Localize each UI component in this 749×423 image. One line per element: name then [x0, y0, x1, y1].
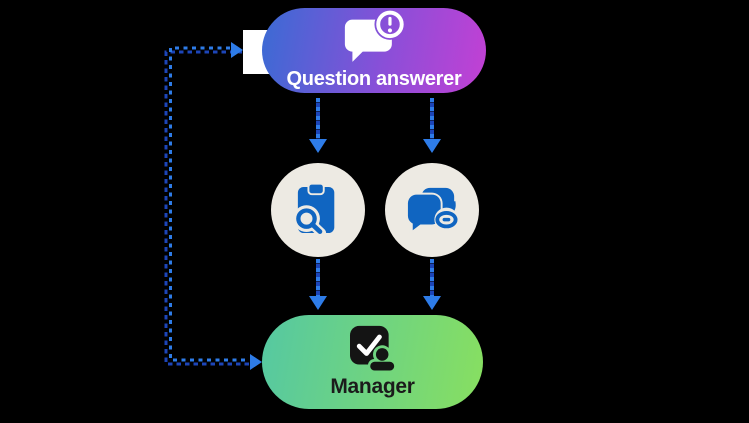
arrowhead-down-icon: [309, 139, 327, 153]
question-answerer-label: Question answerer: [286, 68, 462, 90]
node-tool-clipboard-search: [271, 163, 365, 257]
manager-label: Manager: [330, 375, 415, 398]
arrowhead-down-icon: [309, 296, 327, 310]
arrowhead-down-icon: [423, 139, 441, 153]
chat-alert-icon: [344, 10, 404, 62]
edge-loop-dark: [164, 50, 249, 366]
chat-link-icon: [406, 187, 458, 234]
arrowhead-down-icon: [423, 296, 441, 310]
node-question-answerer: Question answerer: [262, 8, 486, 93]
person-check-icon: [349, 325, 394, 371]
edge-loop-bright: [169, 46, 245, 362]
clipboard-search-icon: [295, 183, 335, 237]
node-manager: Manager: [262, 315, 483, 409]
arrowhead-right-icon: [250, 354, 262, 370]
arrowhead-right-icon: [231, 42, 243, 58]
node-tool-chat-link: [385, 163, 479, 257]
